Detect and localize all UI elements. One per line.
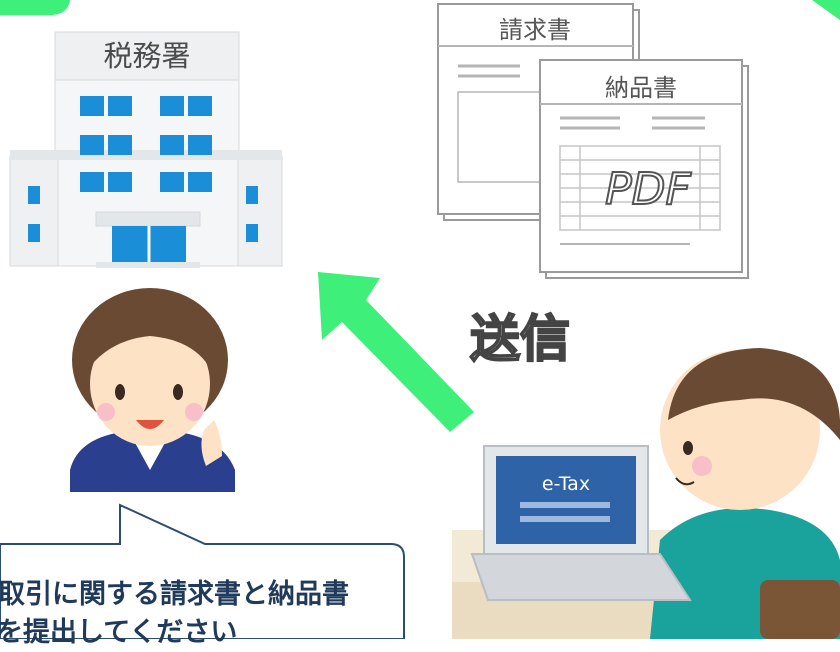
speech-bubble — [0, 503, 405, 639]
laptop-screen — [496, 456, 636, 544]
tax-office-sign: 税務署 — [103, 39, 190, 73]
corner-accent-right — [812, 0, 840, 20]
speech-line-2: を提出してください — [0, 617, 238, 648]
tax-officer-woman — [70, 288, 235, 492]
delivery-title: 納品書 — [605, 74, 677, 102]
building-windows — [28, 96, 258, 242]
send-label: 送信 — [470, 310, 570, 368]
laptop: e-Tax — [470, 445, 692, 601]
speech-bubble-text: 取引に関する請求書と納品書 を提出してください — [0, 576, 420, 652]
pdf-label: PDF — [605, 164, 691, 215]
invoice-title: 請求書 — [499, 16, 571, 44]
corner-accent-left — [0, 0, 70, 15]
tax-office-building: 税務署 — [9, 31, 283, 268]
send-arrow-icon — [318, 272, 474, 432]
laptop-screen-label: e-Tax — [542, 473, 590, 495]
delivery-slip-document: 納品書 PDF — [539, 59, 749, 279]
speech-line-1: 取引に関する請求書と納品書 — [0, 579, 349, 610]
